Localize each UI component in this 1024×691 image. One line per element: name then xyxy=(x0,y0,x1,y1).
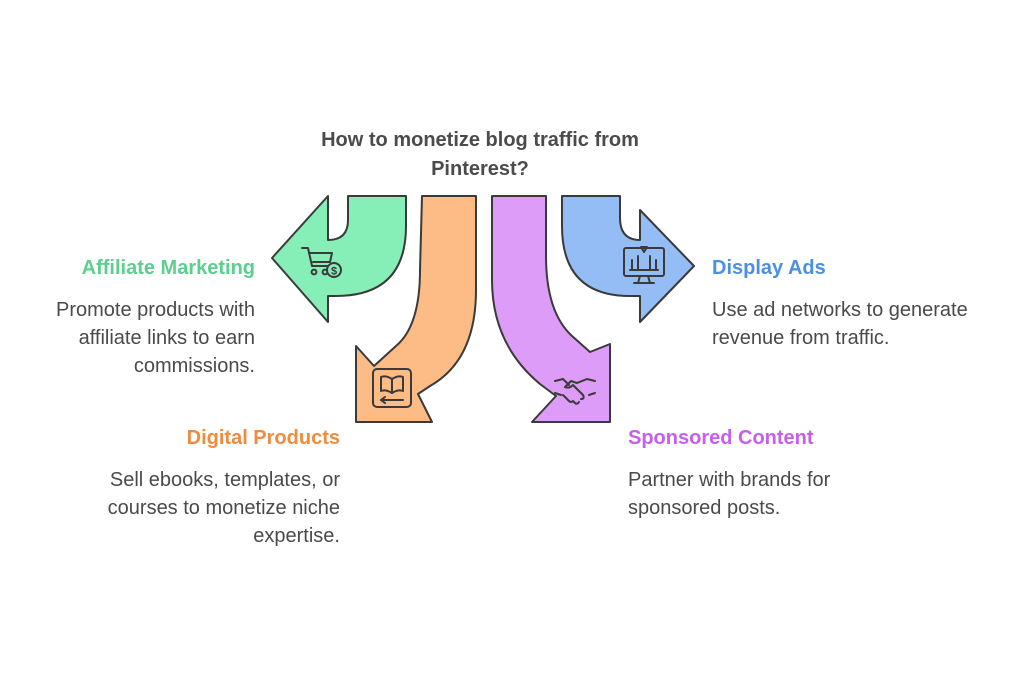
diagram-title: How to monetize blog traffic from Pinter… xyxy=(321,129,639,180)
digital-products-label: Digital Products xyxy=(186,427,340,449)
handshake-icon xyxy=(554,378,596,405)
sponsored-content-arrow xyxy=(491,195,611,423)
sponsored-content-label: Sponsored Content xyxy=(628,427,814,449)
display-ads-label: Display Ads xyxy=(712,257,826,279)
shopping-cart-dollar-icon: $ xyxy=(301,247,342,278)
affiliate-arrow xyxy=(271,195,407,323)
affiliate-marketing-description: Promote products with affiliate links to… xyxy=(56,299,255,377)
display-ads-description: Use ad networks to generate revenue from… xyxy=(712,299,968,349)
ebook-icon xyxy=(372,368,412,408)
display-ads-arrow xyxy=(561,195,695,323)
digital-products-description: Sell ebooks, templates, or courses to mo… xyxy=(107,469,340,547)
svg-text:$: $ xyxy=(331,266,337,278)
digital-products-arrow xyxy=(355,195,477,423)
sponsored-content-description: Partner with brands for sponsored posts. xyxy=(628,469,831,519)
affiliate-marketing-label: Affiliate Marketing xyxy=(81,257,255,279)
monitor-ads-icon xyxy=(623,246,665,284)
